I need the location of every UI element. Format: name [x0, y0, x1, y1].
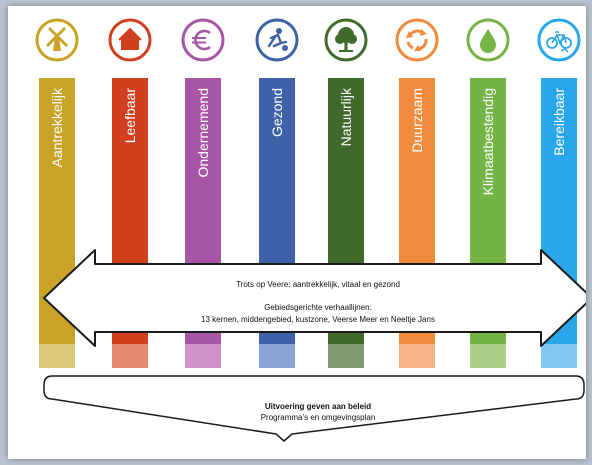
- implementation-subtitle: Programma’s en omgevingsplan: [261, 413, 376, 422]
- implementation-title: Uitvoering geven aan beleid: [265, 402, 371, 411]
- banner-line-3: 13 kernen, middengebied, kustzone, Veers…: [201, 315, 435, 324]
- bicycle-icon: [537, 18, 581, 62]
- recycle-icon: [395, 18, 439, 62]
- pillar-bar-base-bereikbaar: [541, 344, 577, 368]
- runner-icon: [255, 18, 299, 62]
- pillar-label: Duurzaam: [409, 88, 425, 153]
- pillar-bar-base-leefbaar: [112, 344, 148, 368]
- pillar-bar-base-duurzaam: [399, 344, 435, 368]
- pillar-bar-base-gezond: [259, 344, 295, 368]
- windmill-icon: [35, 18, 79, 62]
- banner-line-2: Gebiedsgerichte verhaallijnen:: [264, 303, 372, 312]
- tree-icon: [324, 18, 368, 62]
- banner-arrow: [43, 249, 586, 347]
- euro-icon: [181, 18, 225, 62]
- pillar-label: Natuurlijk: [338, 87, 354, 146]
- pillar-label: Bereikbaar: [551, 88, 567, 156]
- pillar-bar-base-natuurlijk: [328, 344, 364, 368]
- drop-icon: [466, 18, 510, 62]
- pillar-bar-base-klimaatbestendig: [470, 344, 506, 368]
- pillar-icons: [35, 18, 581, 62]
- pillar-label: Ondernemend: [195, 88, 211, 178]
- house-icon: [108, 18, 152, 62]
- pillar-label: Klimaatbestendig: [480, 88, 496, 195]
- pillar-bar-base-aantrekkelijk: [39, 344, 75, 368]
- banner-line-1: Trots op Veere: aantrekkelijk, vitaal en…: [236, 280, 400, 289]
- pillar-label: Aantrekkelijk: [49, 87, 65, 167]
- policy-diagram: Aantrekkelijk Leefbaar Ondernemend Gezond Na…: [35, 18, 586, 442]
- diagram-card: Aantrekkelijk Leefbaar Ondernemend Gezond Na…: [8, 6, 586, 459]
- pillar-label: Gezond: [269, 88, 285, 137]
- pillar-bar-base-ondernemend: [185, 344, 221, 368]
- implementation-arrow: [43, 375, 585, 442]
- pillar-label: Leefbaar: [122, 88, 138, 144]
